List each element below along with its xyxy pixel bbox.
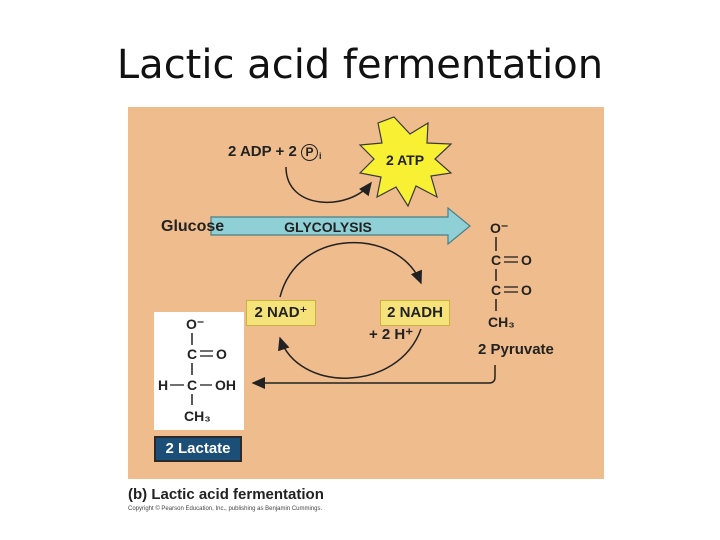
- pyruvate-to-lactate-arrow: [251, 365, 496, 389]
- nad-box: 2 NAD⁺: [246, 300, 316, 326]
- diagram-graphics: 2 ATP GLYCOLYSIS O⁻ C O C O CH₃: [158, 116, 532, 424]
- nadh-to-nad-arrow: [278, 328, 422, 379]
- atp-burst: [358, 116, 453, 208]
- hydrogen-label: + 2 H⁺: [369, 326, 414, 343]
- adp-text: 2 ADP + 2: [228, 143, 297, 160]
- svg-text:C: C: [491, 252, 501, 268]
- atp-label: 2 ATP: [386, 152, 424, 168]
- adp-to-atp-arrow: [285, 166, 372, 204]
- svg-text:O⁻: O⁻: [186, 316, 204, 332]
- pyruvate-label: 2 Pyruvate: [478, 341, 554, 358]
- svg-text:O: O: [521, 282, 532, 298]
- svg-text:C: C: [187, 377, 197, 393]
- lactate-badge: 2 Lactate: [154, 436, 242, 462]
- svg-text:O⁻: O⁻: [490, 220, 508, 236]
- svg-text:C: C: [187, 346, 197, 362]
- nadh-box: 2 NADH: [380, 300, 450, 326]
- phosphate-icon: P: [300, 143, 318, 161]
- svg-text:CH₃: CH₃: [184, 408, 211, 424]
- nad-to-nadh-arrow: [279, 242, 422, 298]
- lactate-structure: O⁻ C O H C OH CH₃: [158, 316, 236, 424]
- copyright-notice: Copyright © Pearson Education, Inc., pub…: [128, 506, 323, 512]
- lactate-structure-panel: [154, 312, 244, 430]
- glycolysis-label: GLYCOLYSIS: [284, 219, 372, 235]
- diagram-panel: 2 ATP GLYCOLYSIS O⁻ C O C O CH₃: [128, 107, 604, 479]
- glycolysis-arrow: [210, 206, 471, 246]
- svg-text:O: O: [521, 252, 532, 268]
- slide-title: Lactic acid fermentation: [116, 42, 604, 88]
- svg-text:CH₃: CH₃: [488, 314, 515, 330]
- svg-text:O: O: [216, 346, 227, 362]
- phosphate-subscript: i: [318, 151, 322, 161]
- svg-text:H: H: [158, 377, 168, 393]
- svg-text:OH: OH: [215, 377, 236, 393]
- glucose-label: Glucose: [161, 218, 225, 235]
- figure-caption: (b) Lactic acid fermentation: [128, 486, 324, 503]
- svg-text:C: C: [491, 282, 501, 298]
- pyruvate-structure: O⁻ C O C O CH₃: [488, 220, 532, 330]
